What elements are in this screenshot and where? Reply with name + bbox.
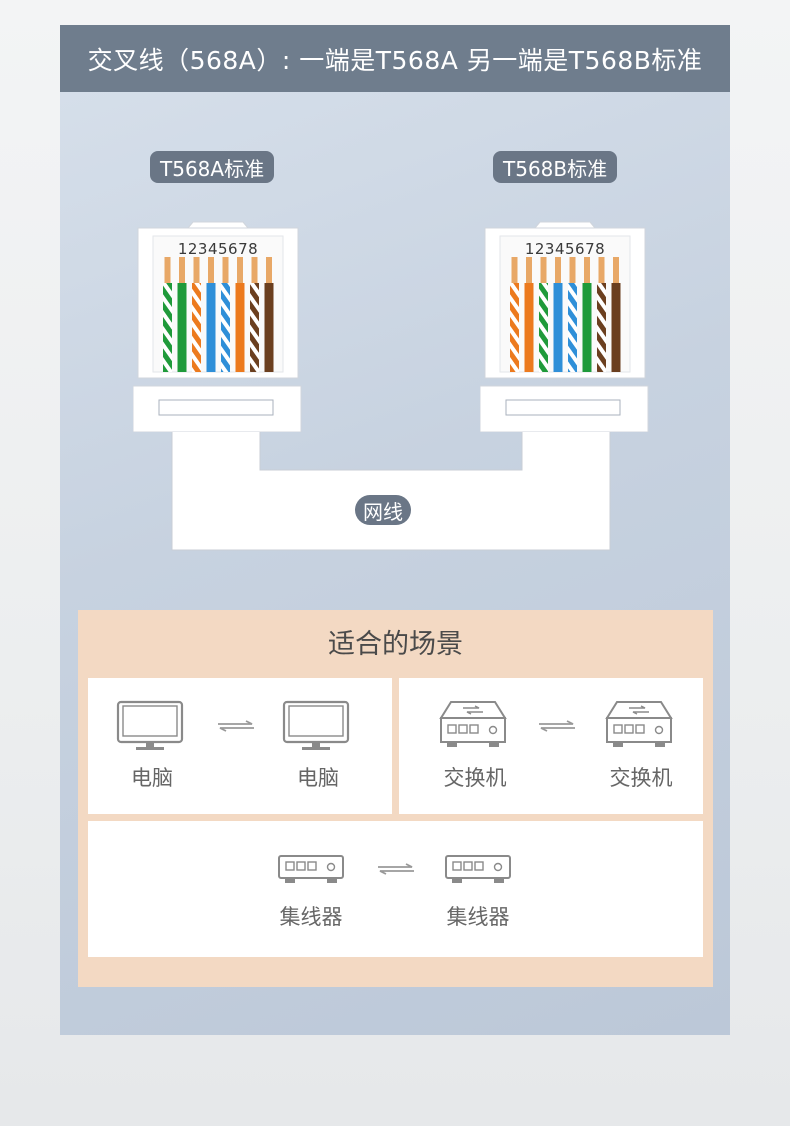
device-label: 交换机 — [443, 766, 507, 790]
copper-contact — [193, 257, 200, 283]
switch-icon — [439, 701, 507, 747]
device-label: 电脑 — [297, 766, 339, 790]
monitor-icon — [116, 700, 184, 750]
copper-contact — [511, 257, 518, 283]
copper-contact — [613, 257, 619, 283]
wire-green — [582, 283, 592, 372]
wire-blue — [206, 283, 216, 372]
left-rj45-connector: 12345678 — [132, 220, 303, 433]
copper-contact — [598, 257, 605, 283]
right-rj45-connector: 12345678 — [479, 220, 650, 433]
copper-contact — [569, 257, 576, 283]
plug-window — [152, 235, 284, 373]
wire-white-blue — [221, 283, 230, 372]
wire-green — [177, 283, 187, 372]
wire-brown — [264, 283, 274, 372]
left-pin-numbers: 12345678 — [177, 240, 259, 258]
scenarios-title: 适合的场景 — [328, 629, 463, 660]
rj45-plug-left — [132, 221, 302, 433]
wire-white-brown — [250, 283, 259, 372]
plug-window — [499, 235, 631, 373]
wire-white-brown — [597, 283, 606, 372]
copper-contact — [164, 257, 171, 283]
rj45-plug-right — [479, 221, 649, 433]
left-standard-badge: T568A标准 — [150, 151, 275, 183]
exchange-arrows-icon — [378, 863, 414, 875]
copper-contact — [540, 257, 547, 283]
wire-orange — [235, 283, 245, 372]
wire-white-green — [539, 283, 548, 372]
copper-contact — [526, 257, 532, 283]
plug-boot-slot — [158, 399, 274, 416]
right-standard-badge: T568B标准 — [493, 151, 618, 183]
wire-blue — [553, 283, 563, 372]
copper-contact — [237, 257, 243, 283]
exchange-arrows-icon — [218, 720, 254, 732]
copper-contact — [208, 257, 214, 283]
device-label: 集线器 — [279, 905, 343, 929]
page-title: 交叉线（568A）: 一端是T568A 另一端是T568B标准 — [60, 25, 730, 92]
device-label: 集线器 — [446, 905, 510, 929]
plug-boot-slot — [505, 399, 621, 416]
wire-orange — [524, 283, 534, 372]
scenario-card-hub: 集线器 集线器 — [88, 821, 703, 957]
switch-icon — [605, 701, 673, 747]
wire-brown — [611, 283, 621, 372]
copper-contact — [251, 257, 258, 283]
monitor-icon — [282, 700, 350, 750]
right-pin-numbers: 12345678 — [524, 240, 606, 258]
scenario-card-switch: 交换机 交换机 — [399, 678, 703, 814]
diagram-panel: 交叉线（568A）: 一端是T568A 另一端是T568B标准 T568A标准 … — [60, 25, 730, 1035]
device-label: 电脑 — [131, 766, 173, 790]
wire-white-green — [163, 283, 172, 372]
exchange-arrows-icon — [539, 720, 575, 732]
wire-white-orange — [510, 283, 519, 372]
copper-contact — [266, 257, 272, 283]
hub-icon — [278, 855, 344, 883]
plug-latch-tab — [186, 221, 250, 229]
wire-white-blue — [568, 283, 577, 372]
wire-white-orange — [192, 283, 201, 372]
cable-label: 网线 — [355, 495, 411, 525]
scenario-card-pc: 电脑 电脑 — [88, 678, 392, 814]
hub-icon — [445, 855, 511, 883]
copper-contact — [555, 257, 561, 283]
copper-contact — [584, 257, 590, 283]
plug-latch-tab — [533, 221, 597, 229]
device-label: 交换机 — [609, 766, 673, 790]
scenarios-section: 适合的场景 电脑 电脑 — [78, 610, 713, 987]
copper-contact — [179, 257, 185, 283]
copper-contact — [222, 257, 229, 283]
